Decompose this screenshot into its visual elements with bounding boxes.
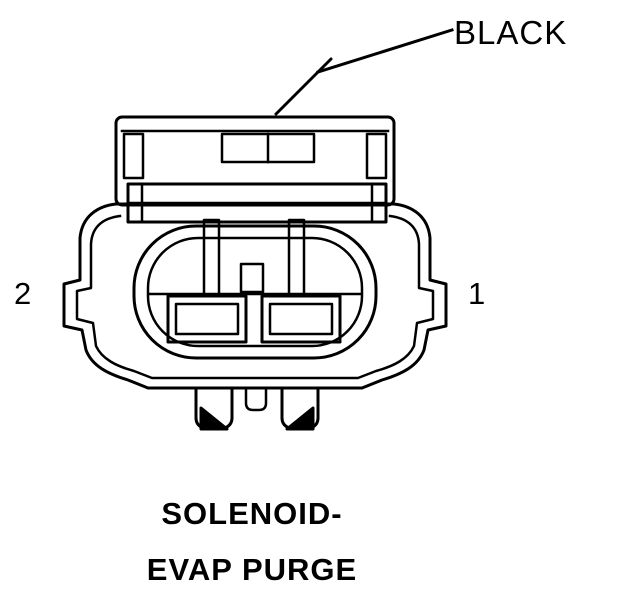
connector-cap — [114, 115, 396, 207]
connector-body — [62, 202, 448, 390]
arrow-pointer — [274, 28, 454, 116]
component-title-line2: EVAP PURGE — [146, 552, 358, 587]
connector-line-art — [62, 28, 454, 431]
mounting-legs — [194, 386, 320, 431]
pin-1-label: 1 — [468, 276, 486, 311]
leg-latch-left-icon — [199, 406, 229, 431]
arrowhead-icon — [274, 57, 333, 116]
pin-2-label: 2 — [14, 276, 32, 311]
terminal-1 — [260, 294, 342, 344]
component-title-line1: SOLENOID- — [161, 496, 343, 531]
leg-latch-right-icon — [285, 406, 315, 431]
color-callout-label: BLACK — [454, 14, 568, 51]
terminal-2 — [166, 294, 248, 344]
